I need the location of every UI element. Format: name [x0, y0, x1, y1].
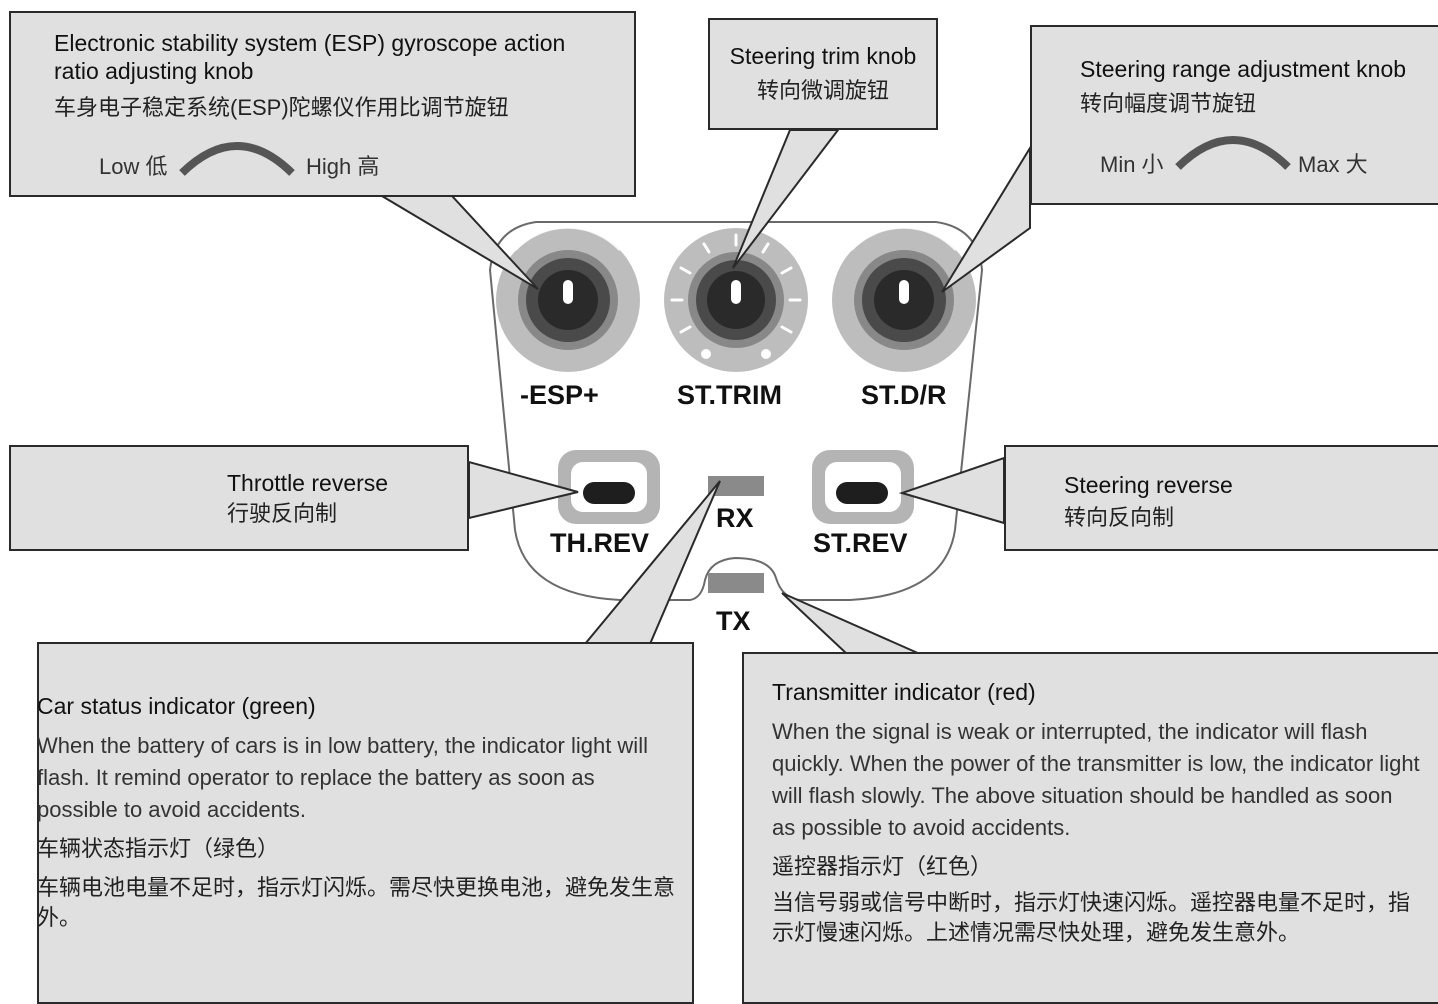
steering-dr-knob[interactable] [832, 225, 976, 372]
transmitter-body-cn: 当信号弱或信号中断时，指示灯快速闪烁。遥控器电量不足时，指示灯慢速闪烁。上述情况… [772, 890, 1411, 945]
transmitter-callout-pointer [781, 592, 921, 655]
transmitter-body-en: When the signal is weak or interrupted, … [772, 719, 1420, 840]
rx-indicator-light [708, 476, 764, 496]
steering-reverse-switch[interactable] [812, 450, 914, 524]
st-rev-panel-label: ST.REV [813, 528, 908, 558]
throttle-callout-title-cn: 行驶反向制 [227, 501, 338, 526]
range-callout-title-cn: 转向幅度调节旋钮 [1080, 91, 1257, 116]
tx-panel-label: TX [716, 606, 751, 636]
range-min-label: Min 小 [1100, 152, 1164, 177]
steering-reverse-callout: Steering reverse 转向反向制 [1004, 445, 1438, 551]
car-status-body-en: When the battery of cars is in low batte… [37, 733, 648, 822]
range-callout: Steering range adjustment knob 转向幅度调节旋钮 … [1030, 25, 1438, 205]
esp-range-arc-icon [179, 142, 295, 176]
esp-low-label: Low 低 [99, 154, 168, 179]
esp-callout: Electronic stability system (ESP) gyrosc… [9, 11, 636, 197]
esp-high-label: High 高 [306, 154, 380, 179]
st-dr-panel-label: ST.D/R [861, 380, 947, 410]
range-arc-icon [1175, 136, 1291, 170]
esp-panel-label: -ESP+ [520, 380, 599, 410]
car-status-title-en: Car status indicator (green) [37, 693, 316, 719]
transmitter-title-cn: 遥控器指示灯（红色） [772, 854, 993, 879]
throttle-callout-title-en: Throttle reverse [227, 470, 389, 496]
car-status-callout: Car status indicator (green) When the ba… [37, 642, 694, 1004]
steering-callout-title-en: Steering reverse [1064, 472, 1233, 498]
transmitter-title-en: Transmitter indicator (red) [772, 679, 1036, 705]
throttle-reverse-switch[interactable] [558, 450, 660, 524]
trim-callout: Steering trim knob 转向微调旋钮 [708, 18, 938, 130]
car-status-body-cn: 车辆电池电量不足时，指示灯闪烁。需尽快更换电池，避免发生意外。 [37, 875, 676, 930]
throttle-reverse-callout: Throttle reverse 行驶反向制 [9, 445, 469, 551]
car-status-title-cn: 车辆状态指示灯（绿色） [37, 836, 280, 861]
steering-trim-knob[interactable] [664, 228, 808, 372]
trim-callout-title-cn: 转向微调旋钮 [756, 78, 889, 103]
transmitter-callout: Transmitter indicator (red) When the sig… [742, 652, 1438, 1004]
steering-callout-title-cn: 转向反向制 [1064, 505, 1175, 530]
rx-panel-label: RX [716, 503, 754, 533]
range-callout-title-en: Steering range adjustment knob [1080, 56, 1407, 82]
esp-knob[interactable] [496, 225, 640, 372]
esp-callout-title-cn: 车身电子稳定系统(ESP)陀螺仪作用比调节旋钮 [54, 95, 509, 120]
range-max-label: Max 大 [1298, 152, 1368, 177]
range-callout-pointer [941, 144, 1031, 293]
th-rev-panel-label: TH.REV [550, 528, 650, 558]
trim-callout-title-en: Steering trim knob [729, 43, 917, 69]
st-trim-panel-label: ST.TRIM [677, 380, 782, 410]
tx-indicator-light [708, 573, 764, 593]
trim-callout-pointer [732, 129, 841, 269]
esp-callout-title-en: Electronic stability system (ESP) gyrosc… [54, 30, 566, 84]
throttle-callout-pointer [468, 460, 579, 520]
